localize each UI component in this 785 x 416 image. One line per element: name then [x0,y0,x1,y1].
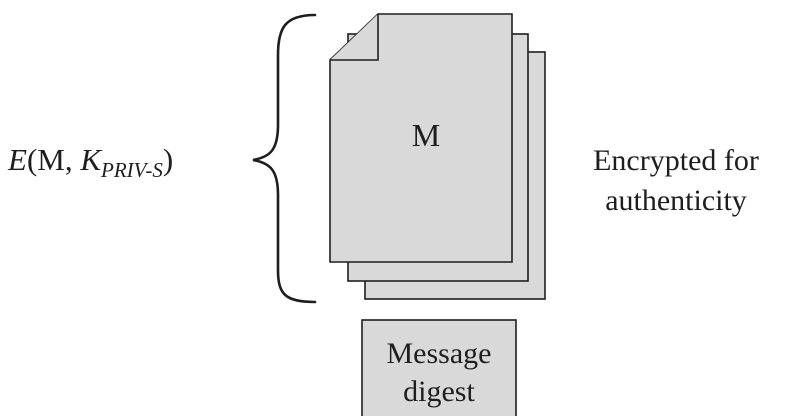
encryption-formula: E(M, KPRIV-S) [7,142,173,182]
formula-key-subscript: PRIV-S [100,158,163,182]
document-label: M [412,117,440,153]
document-page-front [329,13,513,263]
right-caption-line2: authenticity [605,184,747,217]
right-caption-line1: Encrypted for [593,144,759,177]
formula-function-name: E [7,142,27,177]
message-digest-line2: digest [403,375,475,408]
folded-corner-icon [330,14,379,61]
message-digest-line1: Message [387,337,492,370]
message-digest-box [361,319,517,416]
formula-message-symbol: M [37,142,65,177]
formula-separator: , [65,142,81,177]
curly-brace [252,13,317,304]
formula-open-paren: ( [27,142,37,177]
formula-close-paren: ) [163,142,173,177]
formula-key-letter: K [79,142,103,177]
